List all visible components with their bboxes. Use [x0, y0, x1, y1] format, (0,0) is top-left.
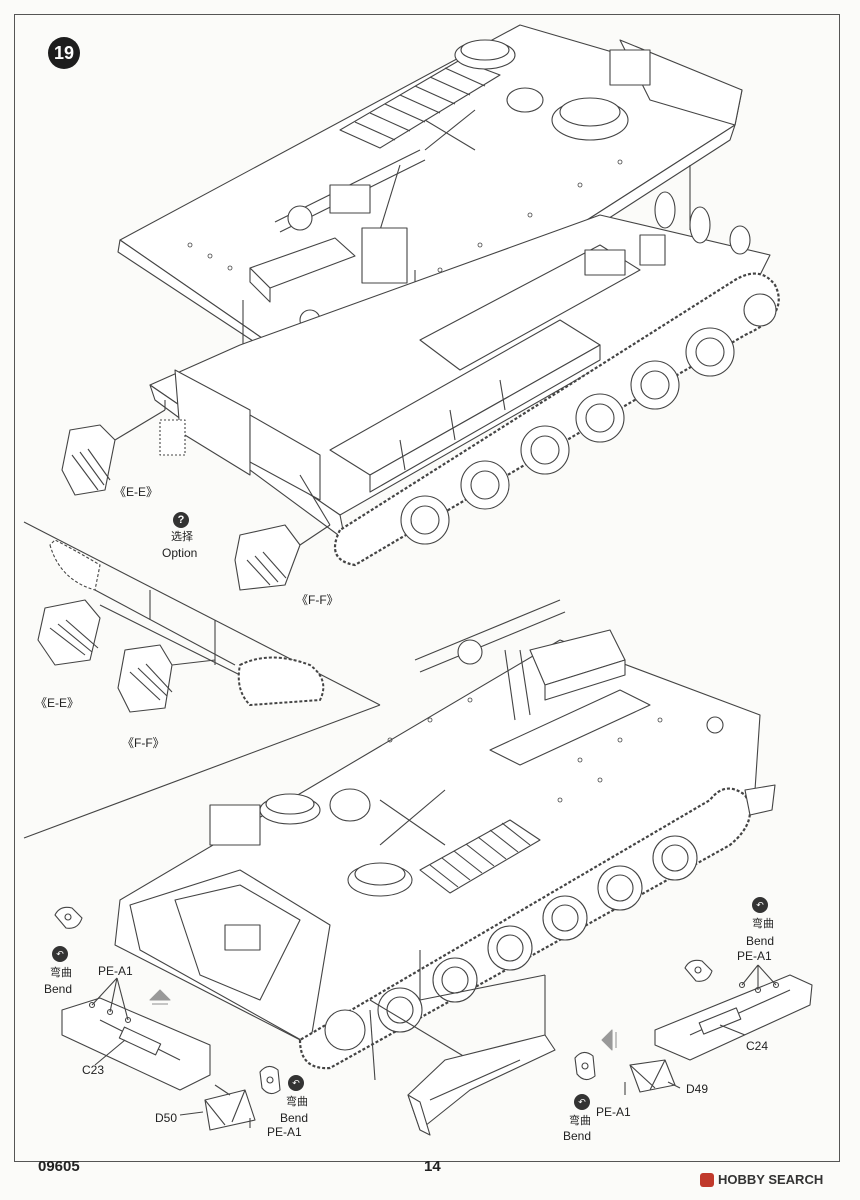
mudflap-guides: [369, 950, 546, 1081]
bend-icon: ↶: [52, 946, 68, 962]
direction-arrow-right: [601, 1029, 617, 1051]
view-label-ee-top: 《E-E》: [114, 485, 159, 499]
kit-code: 09605: [38, 1158, 80, 1175]
part-label-d49: D49: [686, 1082, 709, 1096]
pe-bend-part-left: [54, 906, 83, 929]
bend-label-cn-right: 弯曲: [752, 918, 774, 930]
pe-bend-part-right: [684, 959, 713, 982]
bend-label-en-right: Bend: [746, 934, 775, 948]
part-label-c23: C23: [82, 1063, 105, 1077]
engine-grill: [339, 59, 501, 149]
part-label-d50: D50: [155, 1111, 178, 1125]
watermark-text: HOBBY SEARCH: [718, 1172, 824, 1187]
watermark: HOBBY SEARCH: [700, 1172, 823, 1187]
step-number-badge: 19: [48, 37, 80, 69]
bend-label-en-midleft: Bend: [280, 1111, 309, 1125]
recoilless-gun-bottom: [414, 599, 566, 721]
bend-label-en-midright: Bend: [563, 1129, 592, 1143]
bend-icon: ↶: [288, 1075, 304, 1091]
part-label-pe-a1-midleft: PE-A1: [267, 1125, 302, 1139]
part-label-pe-a1-left: PE-A1: [98, 964, 133, 978]
mudflap-ff-top: [234, 474, 331, 591]
pe-bend-part-mid-left: [259, 1065, 281, 1095]
pe-bend-part-mid-right: [574, 1051, 596, 1081]
lower-hull-top: [149, 191, 771, 541]
mudflap-middle: [407, 1034, 556, 1136]
page-number: 14: [424, 1158, 441, 1175]
detail-inset-frame: [23, 521, 381, 839]
mudflap-ee-top: [61, 400, 186, 496]
option-label-en: Option: [162, 546, 198, 560]
bend-label-cn-midleft: 弯曲: [286, 1096, 308, 1108]
inset-detail: [37, 539, 325, 713]
bend-icon: ↶: [752, 897, 768, 913]
view-label-ee-inset: 《E-E》: [35, 696, 80, 710]
bottom-vehicle: [114, 599, 776, 1070]
mudflap-c23: [61, 977, 256, 1131]
question-icon: ?: [173, 512, 189, 528]
watermark-logo-icon: [700, 1172, 714, 1187]
bend-label-en-left: Bend: [44, 982, 73, 996]
track-top: [333, 272, 780, 567]
page-border: [14, 14, 840, 1162]
part-label-pe-a1-right: PE-A1: [737, 949, 772, 963]
bend-label-cn-left: 弯曲: [50, 967, 72, 979]
mudflap-c24: [624, 964, 813, 1095]
recoilless-gun-top: [274, 149, 426, 233]
bend-label-cn-midright: 弯曲: [569, 1115, 591, 1127]
track-bottom: [298, 787, 752, 1070]
view-label-ff-top: 《F-F》: [296, 593, 339, 607]
direction-arrow-left: [149, 989, 171, 1005]
option-label-cn: 选择: [171, 531, 193, 543]
bend-icon: ↶: [574, 1094, 590, 1110]
part-label-pe-a1-midright: PE-A1: [596, 1105, 631, 1119]
part-label-c24: C24: [746, 1039, 769, 1053]
engine-grill-bottom: [419, 819, 541, 894]
view-label-ff-inset: 《F-F》: [122, 736, 165, 750]
